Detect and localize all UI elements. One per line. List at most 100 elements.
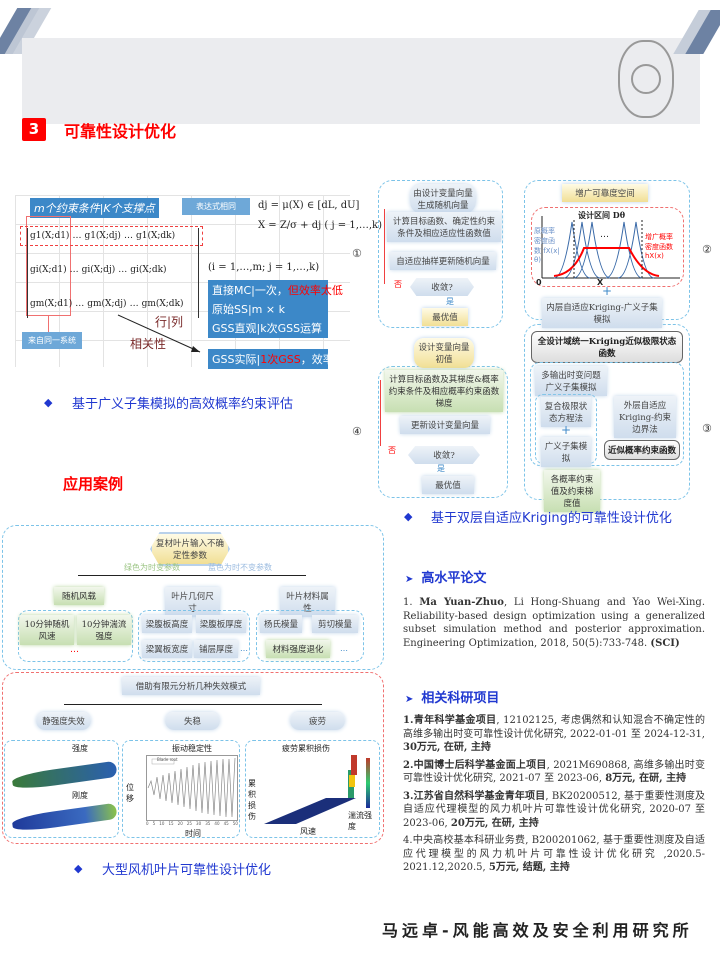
project-item: 2.中国博士后科学基金面上项目, 2021M690868, 高维多输出时变可靠性…: [403, 759, 705, 785]
papers-heading: ➤高水平论文: [405, 571, 487, 586]
method-gss-intuitive: GSS直观|k次GSS运算: [208, 318, 328, 338]
cat-material: 叶片材料属性: [280, 587, 335, 617]
group-geometry: [138, 610, 250, 662]
axis-time: 时间: [185, 829, 201, 838]
project-item: 4.中央高校基本科研业务费, B200201062, 基于重要性测度及自适应代理…: [403, 835, 705, 873]
ellipsis: …: [340, 644, 348, 653]
plot-fatigue-frame: [245, 740, 380, 838]
node-optimum: 最优值: [422, 308, 468, 326]
header-band: [22, 38, 700, 124]
caption-kriging: 基于双层自适应Kriging的可靠性设计优化: [431, 511, 672, 526]
param: 剪切模量: [312, 615, 358, 633]
correlation-arrow: [117, 314, 201, 353]
node-fea: 借助有限元分析几种失效模式: [122, 677, 260, 695]
blade-failure-panel: [2, 672, 384, 844]
caption-blade: 大型风机叶片可靠性设计优化: [102, 863, 272, 878]
plus-icon: +: [561, 423, 572, 437]
node-initial: 设计变量向量初值: [414, 338, 474, 368]
ellipsis: …: [240, 644, 248, 653]
node-adaptive: 自适应抽样更新随机向量: [390, 252, 496, 270]
label-vibration: 振动稳定性: [172, 744, 212, 753]
mode-fatigue: 疲劳: [290, 712, 345, 730]
node-gss: 广义子集模拟: [541, 437, 591, 467]
group-material: [256, 610, 364, 662]
node-values: 各概率约束值及约束梯度值: [544, 470, 600, 512]
param: 10分钟湍流强度: [77, 615, 131, 645]
plot-strength-frame: [4, 740, 119, 838]
axis-origin: 0: [536, 278, 542, 287]
node-converge-2: 收敛?: [408, 446, 480, 464]
label-interval: 设计区间 Dθ: [578, 210, 626, 220]
plus-icon: +: [602, 284, 613, 298]
fatigue-plot: [264, 755, 370, 824]
axis-x-label: X: [597, 278, 604, 287]
node-update: 更新设计变量向量: [400, 416, 490, 434]
plot-vibration-frame: [122, 740, 240, 838]
loop-line-2: [380, 380, 381, 446]
label-fatigue: 疲劳累积损伤: [282, 744, 330, 753]
connector: [48, 316, 49, 336]
node-aug-space: 增广可靠度空间: [562, 184, 648, 202]
label-yes-2: 是: [437, 464, 445, 473]
subpanel: [530, 362, 684, 466]
method-mc: 直接MC|一次，但效率太低: [208, 280, 343, 300]
application-title: 应用案例: [63, 475, 124, 493]
matrix-row-1: g1(X;d1)…g1(X;dj)…g1(X;dk): [30, 231, 176, 241]
bullet-diamond-icon: ◆: [404, 510, 413, 523]
marker-4: ④: [352, 425, 362, 438]
node-calc: 计算目标函数、确定性约束条件及相应适应性函数值: [387, 212, 501, 242]
label-row-col: 行|列: [155, 315, 184, 329]
node-multi: 多输出时变问题广义子集模拟: [535, 366, 607, 396]
ellipsis: …: [70, 645, 79, 655]
param: 铺层厚度: [194, 640, 238, 658]
equation-1: dj = μ(X) ∈ [dL, dU]: [258, 200, 360, 211]
project-item: 1.青年科学基金项目, 12102125, 考虑偶然和认知混合不确定性的高维多输…: [403, 715, 705, 753]
section-title: 可靠性设计优化: [64, 122, 177, 141]
axis-damage: 累积损伤: [248, 779, 256, 821]
equation-2: X = Z/σ + dj ( j = 1,…,k): [258, 220, 383, 231]
tree-line: [78, 575, 306, 576]
label-aug-pdf: 增广概率密度函数 hX(x): [645, 233, 673, 260]
marker-2: ②: [702, 243, 712, 256]
bullet-diamond-icon: ◆: [44, 396, 53, 409]
row-highlight: [20, 226, 203, 246]
pdf-plot: [541, 216, 680, 279]
tag-expression: 表达式相同: [182, 198, 250, 215]
param: 杨氏模量: [260, 615, 302, 633]
label-stiffness: 刚度: [72, 791, 88, 800]
param: 材料强度退化: [266, 640, 330, 658]
node-unified: 全设计域统一Kriging近似极限状态函数: [531, 331, 683, 363]
matrix-bracket: [27, 228, 199, 318]
label-correlation: 相关性: [130, 337, 167, 351]
university-logo: [618, 40, 674, 118]
node-gradient: 计算目标函数及其梯度&概率约束条件及相应概率约束函数梯度: [385, 370, 503, 412]
paper-entry: 1. Ma Yuan-Zhuo, Li Hong-Shuang and Yao …: [403, 597, 705, 649]
method-gss-actual: GSS实际|1次GSS，效率高: [208, 349, 345, 369]
param: 梁腹板厚度: [196, 615, 246, 633]
param: 梁翼板宽度: [142, 640, 192, 658]
legend-green: 绿色为时变参数: [124, 563, 180, 572]
mode-static: 静强度失效: [36, 712, 91, 730]
section-number: 3: [22, 118, 46, 141]
panel-1: [378, 180, 503, 328]
axis-turbulence: 湍流强度: [348, 811, 372, 831]
label-orig-pdf: 原概率密度函数 fX(x|θ): [534, 227, 560, 264]
marker-3: ③: [702, 422, 712, 435]
mode-buckling: 失稳: [165, 712, 220, 730]
index-range: (i = 1,…,m; j = 1,…,k): [208, 262, 320, 273]
matrix-row-m: gm(X;d1)…gm(X;dj)…gm(X;dk): [30, 299, 184, 309]
marker-1: ①: [352, 247, 362, 260]
node-composite: 复合极限状态方程法: [541, 397, 591, 427]
tree-line: [64, 704, 322, 705]
tag-constraints: m个约束条件|K个支撑点: [30, 198, 159, 218]
cat-wind: 随机风载: [54, 587, 104, 605]
loop-line: [384, 209, 385, 284]
node-converge: 收敛?: [410, 278, 474, 296]
caption-gss: 基于广义子集模拟的高效概率约束评估: [72, 397, 294, 412]
node-start: 由设计变量向量生成随机向量: [410, 184, 476, 214]
method-ss: 原始SS|m × k: [208, 299, 328, 319]
label-no: 否: [394, 280, 402, 289]
papers-section: ➤高水平论文 1. Ma Yuan-Zhuo, Li Hong-Shuang a…: [403, 567, 705, 650]
label-yes: 是: [446, 297, 454, 306]
projects-heading: ➤相关科研项目: [405, 691, 500, 706]
